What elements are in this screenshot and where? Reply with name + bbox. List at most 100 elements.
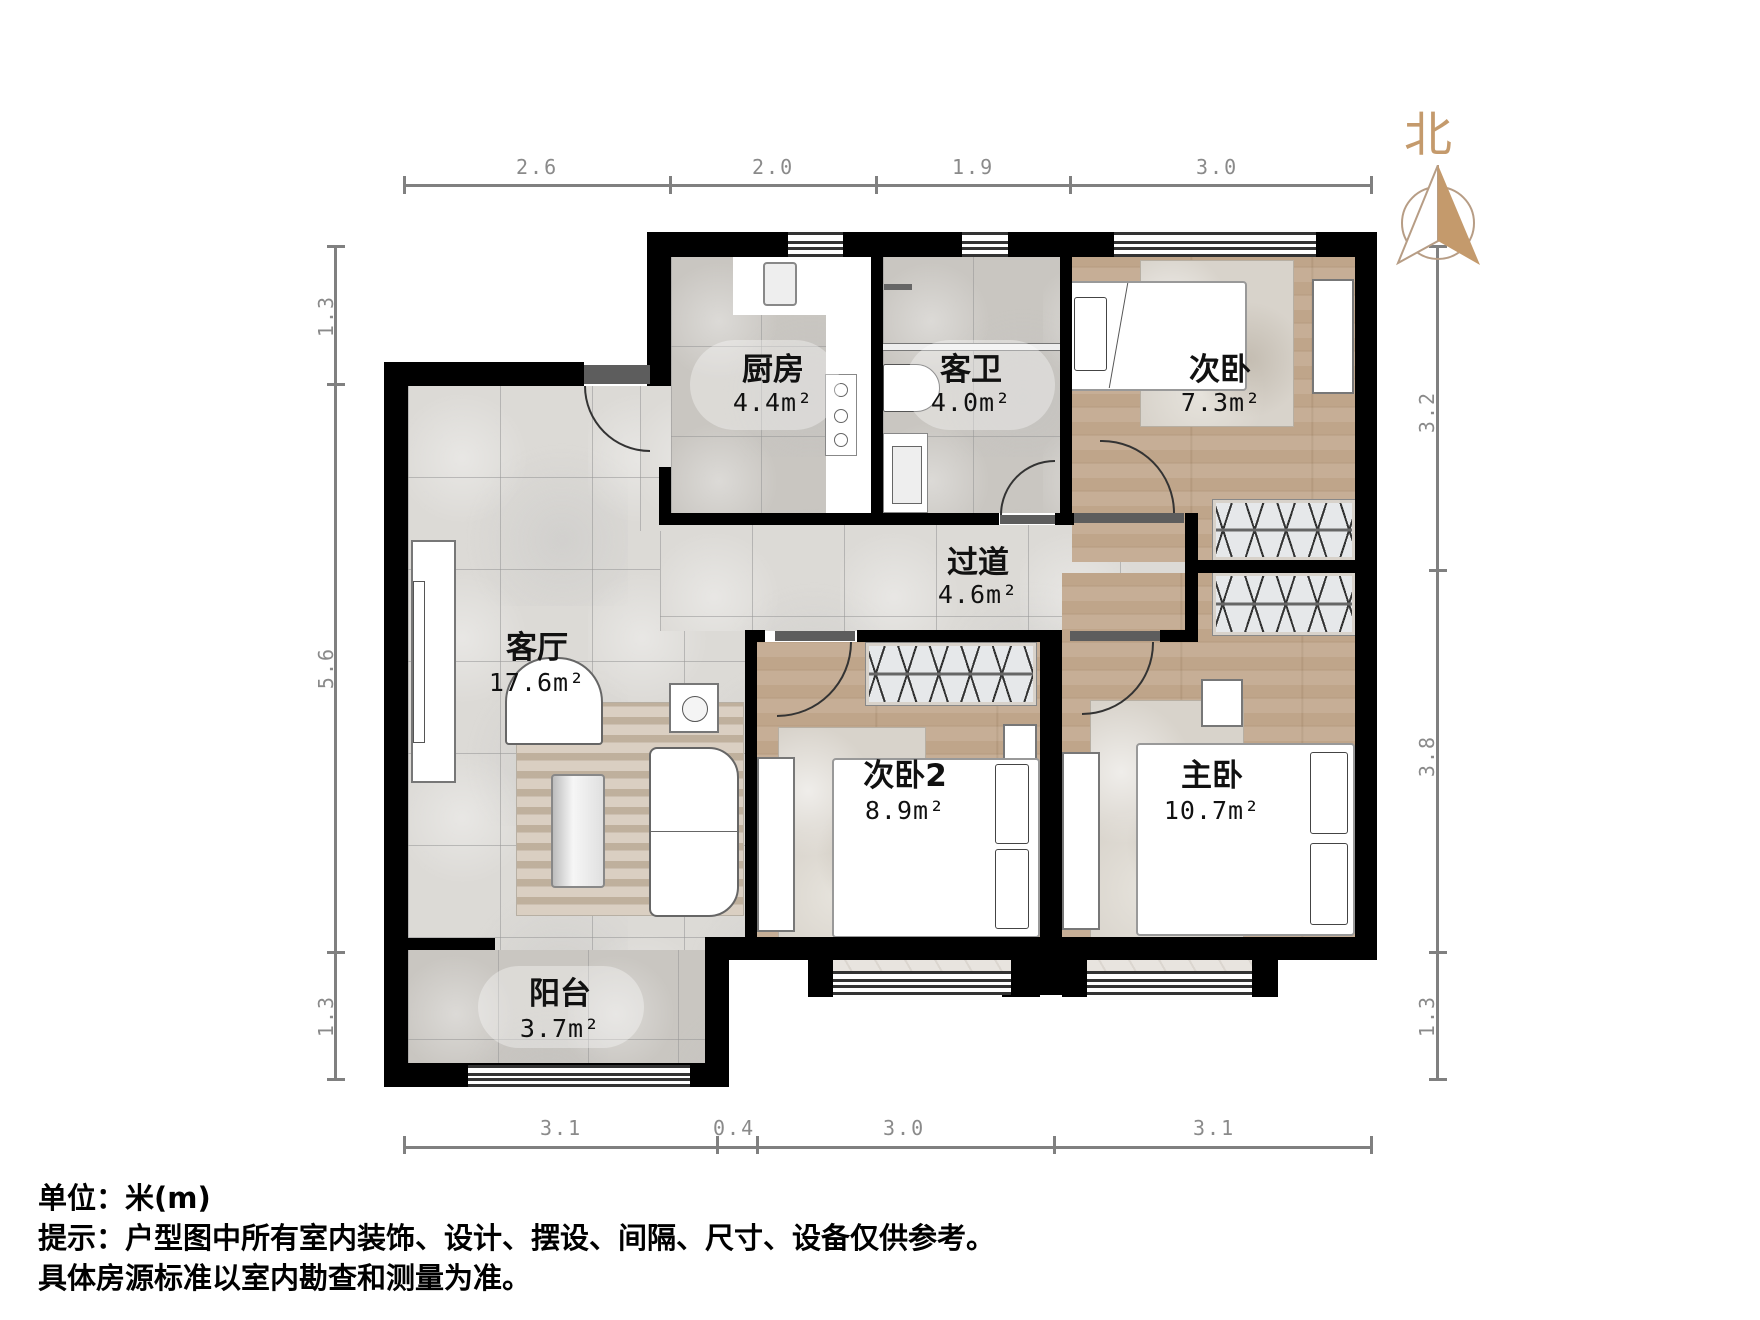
shower-faucet-icon (884, 284, 912, 290)
standard-note: 具体房源标准以室内勘查和测量为准。 (38, 1261, 532, 1295)
dimension-label: 3.0 (883, 1116, 926, 1140)
north-arrow-icon (1396, 165, 1480, 266)
dimension-label: 1.3 (314, 294, 339, 338)
hallway-name: 过道 (947, 545, 1009, 581)
wall (384, 362, 584, 386)
pillow (995, 764, 1029, 844)
bathroom-door[interactable] (1000, 515, 1055, 524)
bathroom-window (962, 232, 1008, 257)
wall (1060, 513, 1074, 525)
wall (384, 362, 408, 1087)
kitchen-area: 4.4m² (732, 388, 814, 417)
bedroom-secondary-cabinet (1312, 279, 1354, 394)
dimension-line (404, 1146, 1372, 1149)
bedroom-2-nightstand (1003, 724, 1037, 762)
wall (1060, 257, 1072, 525)
master-bedroom-wardrobe (1212, 572, 1356, 636)
balcony-name: 阳台 (529, 976, 591, 1012)
dimension-label: 1.3 (314, 994, 339, 1038)
balcony-area: 3.7m² (519, 1014, 601, 1043)
sofa (649, 747, 739, 917)
living-room-area: 17.6m² (488, 668, 586, 697)
wall (1160, 630, 1198, 642)
entry-door[interactable] (584, 365, 650, 384)
unit-note: 单位：米(m) (38, 1181, 211, 1215)
tv-icon (413, 581, 425, 743)
wall (659, 513, 999, 525)
balcony-floor (408, 950, 705, 1063)
north-label: 北 (1404, 107, 1453, 163)
bedroom-2-window (833, 971, 1011, 995)
wall (1355, 232, 1377, 960)
shower-rail (883, 343, 1060, 351)
dimension-tick (403, 1136, 406, 1154)
washbasin-icon (892, 446, 922, 504)
living-room-name: 客厅 (506, 630, 568, 666)
pillow (1074, 297, 1107, 371)
wall (647, 232, 671, 386)
dimension-label: 1.9 (952, 155, 995, 179)
dimension-tick (1370, 1136, 1373, 1154)
dimension-tick (403, 176, 406, 194)
bedroom-secondary-window (1114, 232, 1316, 257)
dimension-line (334, 246, 337, 1080)
guest-bath-name: 客卫 (940, 352, 1002, 388)
wall (1252, 937, 1278, 997)
bedroom-2-area: 8.9m² (864, 796, 946, 825)
bedroom-secondary-name: 次卧 (1189, 352, 1251, 388)
wall (857, 630, 1057, 642)
dimension-label: 3.1 (540, 1116, 583, 1140)
hallway-area: 4.6m² (937, 580, 1019, 609)
dimension-tick (327, 245, 345, 248)
master-bedroom-area: 10.7m² (1163, 796, 1261, 825)
bedroom-2-door[interactable] (775, 631, 855, 641)
dimension-label: 3.2 (1415, 390, 1440, 434)
dimension-tick (756, 1136, 759, 1154)
balcony-window (468, 1065, 690, 1087)
wall (659, 467, 671, 525)
wall (745, 630, 757, 952)
master-bedroom-door[interactable] (1070, 631, 1160, 641)
bedroom-2-wardrobe (865, 642, 1037, 706)
wall (808, 937, 833, 997)
dimension-label: 3.1 (1193, 1116, 1236, 1140)
wall (871, 257, 883, 525)
dimension-label: 0.4 (713, 1116, 756, 1140)
armchair (505, 657, 603, 745)
kitchen-label-bubble (690, 340, 840, 430)
dimension-tick (1429, 569, 1447, 572)
dimension-line (404, 184, 1372, 187)
kitchen-name: 厨房 (742, 352, 804, 388)
wall (1040, 630, 1062, 995)
dimension-line (1436, 246, 1439, 1080)
bedroom-secondary-door[interactable] (1074, 513, 1184, 523)
bedroom-2-cabinet (757, 757, 795, 932)
wall (408, 938, 495, 950)
dimension-label: 1.3 (1415, 994, 1440, 1038)
dimension-tick (327, 951, 345, 954)
stove-icon (825, 374, 857, 456)
guest-bath-area: 4.0m² (930, 388, 1012, 417)
kitchen-sink-icon (763, 262, 797, 306)
bedroom-2-name: 次卧2 (863, 758, 947, 794)
pillow (995, 849, 1029, 929)
bathroom-label-bubble (905, 340, 1055, 430)
master-bedroom-name: 主卧 (1181, 758, 1243, 794)
plant-icon (682, 696, 708, 722)
north-compass: 北 (1390, 95, 1500, 275)
dimension-tick (875, 176, 878, 194)
wall (705, 937, 1377, 960)
dimension-tick (327, 1078, 345, 1081)
dimension-tick (327, 383, 345, 386)
dimension-label: 3.8 (1415, 734, 1440, 778)
wall (705, 937, 729, 1087)
wall (1185, 560, 1355, 573)
dimension-label: 2.0 (752, 155, 795, 179)
master-bedroom-window (1087, 971, 1252, 995)
dimension-tick (1429, 1078, 1447, 1081)
bedroom-secondary-area: 7.3m² (1180, 388, 1262, 417)
pillow (1310, 752, 1348, 834)
dimension-tick (1429, 951, 1447, 954)
wall (1062, 937, 1087, 997)
dimension-tick (1429, 245, 1447, 248)
